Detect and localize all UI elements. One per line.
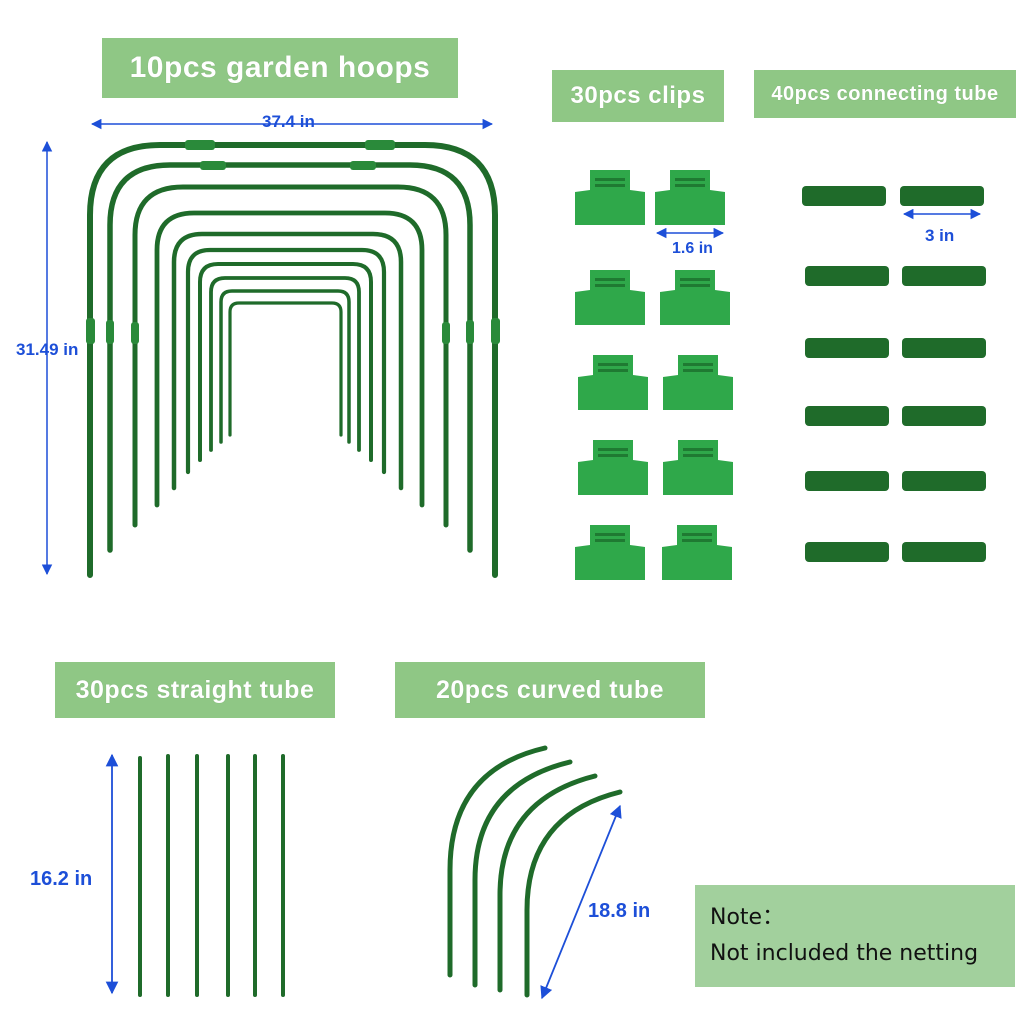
clip [660,270,730,325]
connecting-tube [805,266,889,286]
curved-tube-label: 20pcs curved tube [395,662,705,718]
sleeve [350,161,376,170]
connecting-tube [805,471,889,491]
connecting-tube [902,406,986,426]
hoop-sleeves [86,140,500,344]
connector-length-dimension: 3 in [925,226,955,245]
hoop [132,184,449,528]
note-title: Note： [710,905,785,930]
connecting-tube [805,338,889,358]
hoop [228,301,343,437]
hoop [219,289,351,444]
sleeve [442,322,450,344]
curved-length-arrow [540,804,622,1000]
connecting-tube [902,471,986,491]
clip [663,440,733,495]
clip [575,170,645,225]
sleeve [491,318,500,344]
clip [662,525,732,580]
hoop [185,247,387,475]
note-box: Note： Not included the netting [695,885,1015,987]
connecting-tube [900,186,984,206]
hoop [107,162,473,553]
curved-tube [472,759,573,988]
hoop [198,262,373,462]
connecting-tube [902,266,986,286]
hoops-label: 10pcs garden hoops [102,38,458,98]
sleeve [365,140,395,150]
clips [575,170,733,580]
curved-tube [524,789,623,998]
straight-length-dimension: 16.2 in [30,868,93,890]
hoop [171,231,404,491]
connecting-tube [802,186,886,206]
straight-tubes [138,754,285,997]
connecting-tube [902,338,986,358]
sleeve [86,318,95,344]
clip [663,355,733,410]
sleeve [106,320,114,344]
clip [575,270,645,325]
hoop [87,142,498,578]
connecting-tube [805,406,889,426]
clip [575,525,645,580]
curved-tubes [447,745,623,998]
connecting-tube [805,542,889,562]
curved-tube [447,745,548,978]
connecting-tube [902,542,986,562]
connecting-tube-label: 40pcs connecting tube [754,70,1016,118]
connecting-tubes [802,186,986,562]
clips-label: 30pcs clips [552,70,724,122]
clip [655,170,725,225]
clip [578,355,648,410]
hoop [209,276,361,452]
clip-width-dimension: 1.6 in [672,240,713,257]
sleeve [466,320,474,344]
sleeve [131,322,139,344]
garden-hoops [87,142,498,578]
hoop [154,210,425,508]
note-text: Not included the netting [710,941,979,966]
sleeve [185,140,215,150]
clip [578,440,648,495]
straight-tube-label: 30pcs straight tube [55,662,335,718]
curved-tube [497,773,598,993]
sleeve [200,161,226,170]
